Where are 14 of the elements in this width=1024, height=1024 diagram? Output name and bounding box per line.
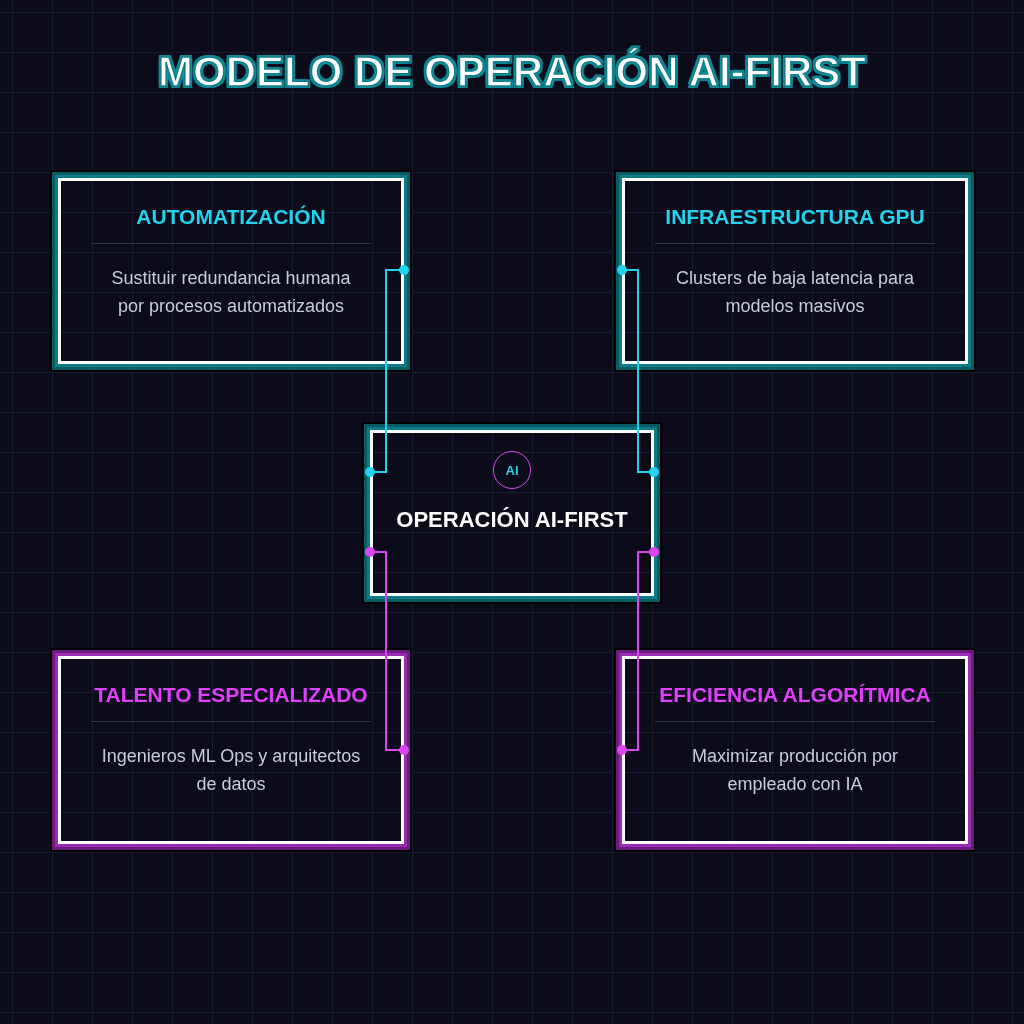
connector-line xyxy=(365,547,409,755)
hub-title: OPERACIÓN AI-FIRST xyxy=(396,507,628,533)
connector-line xyxy=(365,265,409,477)
diagram-title: MODELO DE OPERACIÓN AI-FIRST xyxy=(157,48,867,96)
card-heading: EFICIENCIA ALGORÍTMICA xyxy=(659,683,931,707)
card-description: Sustituir redundancia humana por procesos automatizados xyxy=(110,267,352,318)
connector-line xyxy=(617,547,659,755)
card-description: Ingenieros ML Ops y arquitectos de datos xyxy=(100,745,362,796)
connector-line xyxy=(617,265,659,477)
card-description: Clusters de baja latencia para modelos masivos xyxy=(674,267,916,318)
card-heading: AUTOMATIZACIÓN xyxy=(136,205,326,229)
card-heading: INFRAESTRUCTURA GPU xyxy=(665,205,925,229)
card-description: Maximizar producción por empleado con IA xyxy=(690,745,900,796)
card-heading: TALENTO ESPECIALIZADO xyxy=(94,683,368,707)
